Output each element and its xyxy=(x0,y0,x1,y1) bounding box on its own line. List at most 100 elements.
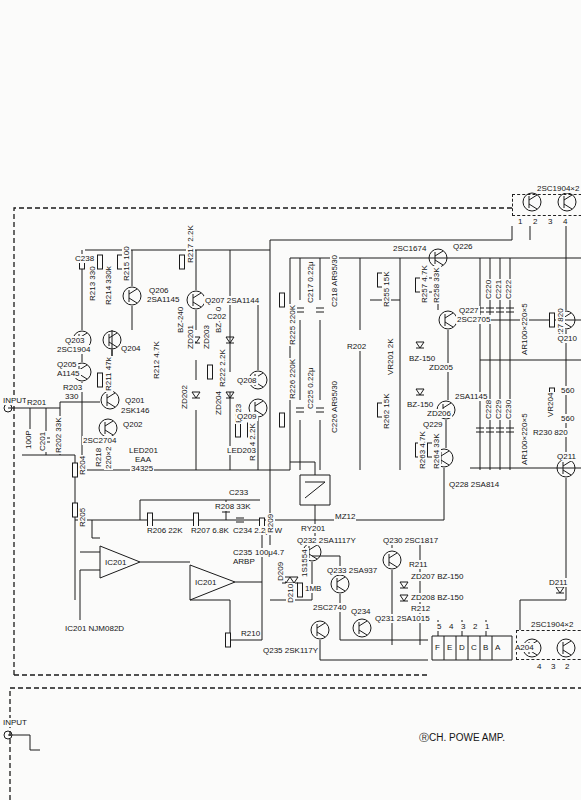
part-label: D209 xyxy=(276,561,285,582)
part-label: Q204 xyxy=(120,344,142,353)
capacitor-symbol xyxy=(496,308,504,312)
part-label: C234 2.2μ4W xyxy=(232,526,283,535)
part-label: R230 820 xyxy=(532,428,569,437)
part-label: R212 xyxy=(410,604,431,613)
part-label: 2 xyxy=(564,662,570,671)
part-label: D210 xyxy=(286,583,295,604)
part-label: AR100×220×5 xyxy=(520,412,529,466)
part-label: 560 xyxy=(560,414,575,423)
resistor-symbol xyxy=(236,423,241,437)
transistor-symbol xyxy=(337,577,345,591)
wire-line xyxy=(196,250,230,470)
part-label: BZ-240 xyxy=(176,306,185,334)
part-label: R255 15K xyxy=(382,270,391,308)
resistor-symbol xyxy=(148,513,153,527)
transistor-symbol xyxy=(429,249,447,267)
part-label: 2SC2740 xyxy=(312,603,347,612)
wire-line xyxy=(14,208,512,675)
part-label: R211 47k xyxy=(104,356,113,392)
transistor-symbol xyxy=(123,287,141,305)
diode-symbol xyxy=(416,389,424,395)
part-label: R225 220K xyxy=(288,304,297,346)
part-label: R207 6.8K xyxy=(190,526,230,535)
part-label: VR201 2K xyxy=(386,338,395,376)
wire-line xyxy=(85,226,581,545)
part-label: C217 0.22μ xyxy=(306,260,315,304)
part-label: Q234 xyxy=(350,607,372,616)
part-label: BZ-150 xyxy=(408,354,436,363)
capacitor-symbol xyxy=(496,428,504,432)
part-label: R262 15K xyxy=(382,392,391,430)
part-label: ZD201 xyxy=(186,324,195,350)
part-label: C222 xyxy=(504,279,513,300)
transistor-symbol xyxy=(439,311,457,329)
transistor-symbol xyxy=(99,419,117,437)
diode-symbol xyxy=(400,582,408,588)
part-label: C230 xyxy=(504,399,513,420)
capacitor-symbol xyxy=(236,518,244,522)
part-label: 560 xyxy=(560,386,575,395)
resistor-symbol xyxy=(280,293,285,307)
diode-symbol xyxy=(192,392,200,398)
transistor-symbol xyxy=(445,313,453,327)
transistor-symbol xyxy=(129,289,137,303)
capacitor-symbol xyxy=(506,308,514,312)
resistor-symbol xyxy=(98,373,103,387)
group-heading: 2SC1904×2 xyxy=(536,184,580,193)
part-label: IC201 xyxy=(194,578,217,587)
part-label: ZD202 xyxy=(180,384,189,410)
part-label: Q208 xyxy=(236,376,258,385)
capacitor-symbol xyxy=(316,408,324,412)
part-label: 100P xyxy=(24,429,33,450)
part-label: R257 4.7K xyxy=(420,264,429,304)
wire-line xyxy=(140,500,290,640)
part-label: C202 xyxy=(206,312,227,321)
part-label: C238 xyxy=(74,254,95,263)
group-heading: ⓇCH. POWE AMP. xyxy=(418,732,506,744)
transistor-symbol xyxy=(359,621,367,635)
group-heading: 2SC1904×2 xyxy=(530,620,574,629)
part-label: Q228 2SA814 xyxy=(448,480,500,489)
part-label: 1MB xyxy=(304,584,322,593)
part-label: 3 xyxy=(460,622,466,631)
transistor-symbol xyxy=(193,293,201,307)
part-label: B xyxy=(482,643,489,652)
part-label: 2SK146 xyxy=(120,406,150,415)
resistor-symbol xyxy=(280,413,285,427)
part-label: Q207 2SA1144 xyxy=(204,296,260,305)
part-label: 1S1554 xyxy=(300,548,309,578)
part-label: R218 xyxy=(94,447,103,468)
wire-line xyxy=(8,735,40,750)
part-label: MZ12 xyxy=(334,512,356,521)
part-label: C225 0.22μ xyxy=(306,366,315,410)
resistor-symbol xyxy=(226,633,231,647)
part-label: 330 xyxy=(64,392,79,401)
part-label: R264 33K xyxy=(432,432,441,470)
transistor-symbol xyxy=(317,623,325,637)
resistor-symbol xyxy=(550,313,555,327)
part-label: R258 33K xyxy=(432,266,441,304)
part-label: 2SC1674 xyxy=(392,244,427,253)
part-label: RY201 xyxy=(300,524,326,533)
resistor-symbol xyxy=(298,583,303,597)
part-label: 2SA1145 xyxy=(146,295,180,304)
diode-symbol xyxy=(556,587,564,593)
part-label: C235 xyxy=(232,548,253,557)
resistor-symbol xyxy=(73,503,78,517)
part-label: 34325 xyxy=(130,464,154,473)
transistor-symbol xyxy=(109,333,117,347)
diode-symbol xyxy=(226,337,234,343)
transistor-group-box: 2SC1904×2 xyxy=(516,620,581,660)
part-label: R226 220K xyxy=(288,358,297,400)
transistor-symbol xyxy=(557,639,575,657)
part-label: Q235 2SK117Y xyxy=(262,646,319,655)
capacitor-symbol xyxy=(486,308,494,312)
part-label: 2SC2704 xyxy=(82,436,117,445)
part-label: ARBP xyxy=(232,557,256,566)
part-label: R214 330k xyxy=(104,265,113,306)
part-label: R212 4.7K xyxy=(152,340,161,380)
part-label: ZD204 xyxy=(214,390,223,416)
part-label: R215 100 xyxy=(122,245,131,282)
part-label: C233 xyxy=(228,488,249,497)
